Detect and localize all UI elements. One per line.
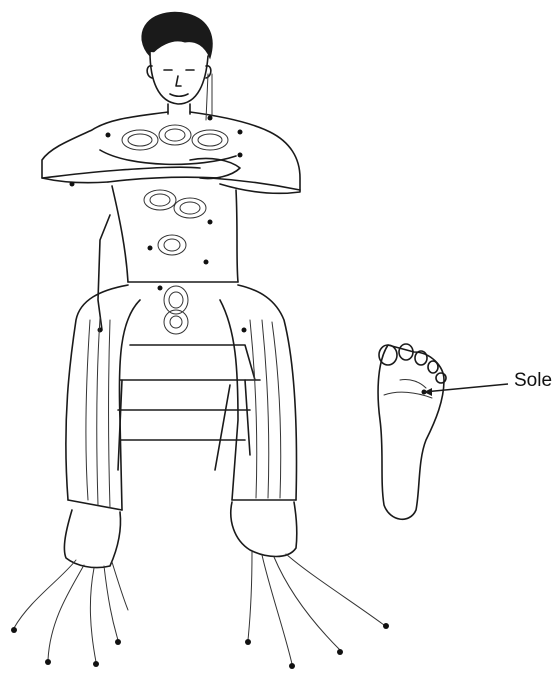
head <box>142 12 212 114</box>
sole-diagram <box>378 344 446 519</box>
torso <box>42 112 300 282</box>
sole-label: Sole <box>514 370 552 392</box>
arms <box>42 158 300 190</box>
feet <box>64 502 296 568</box>
sole-callout-pointer <box>424 384 508 396</box>
electrode-wires <box>11 552 389 669</box>
